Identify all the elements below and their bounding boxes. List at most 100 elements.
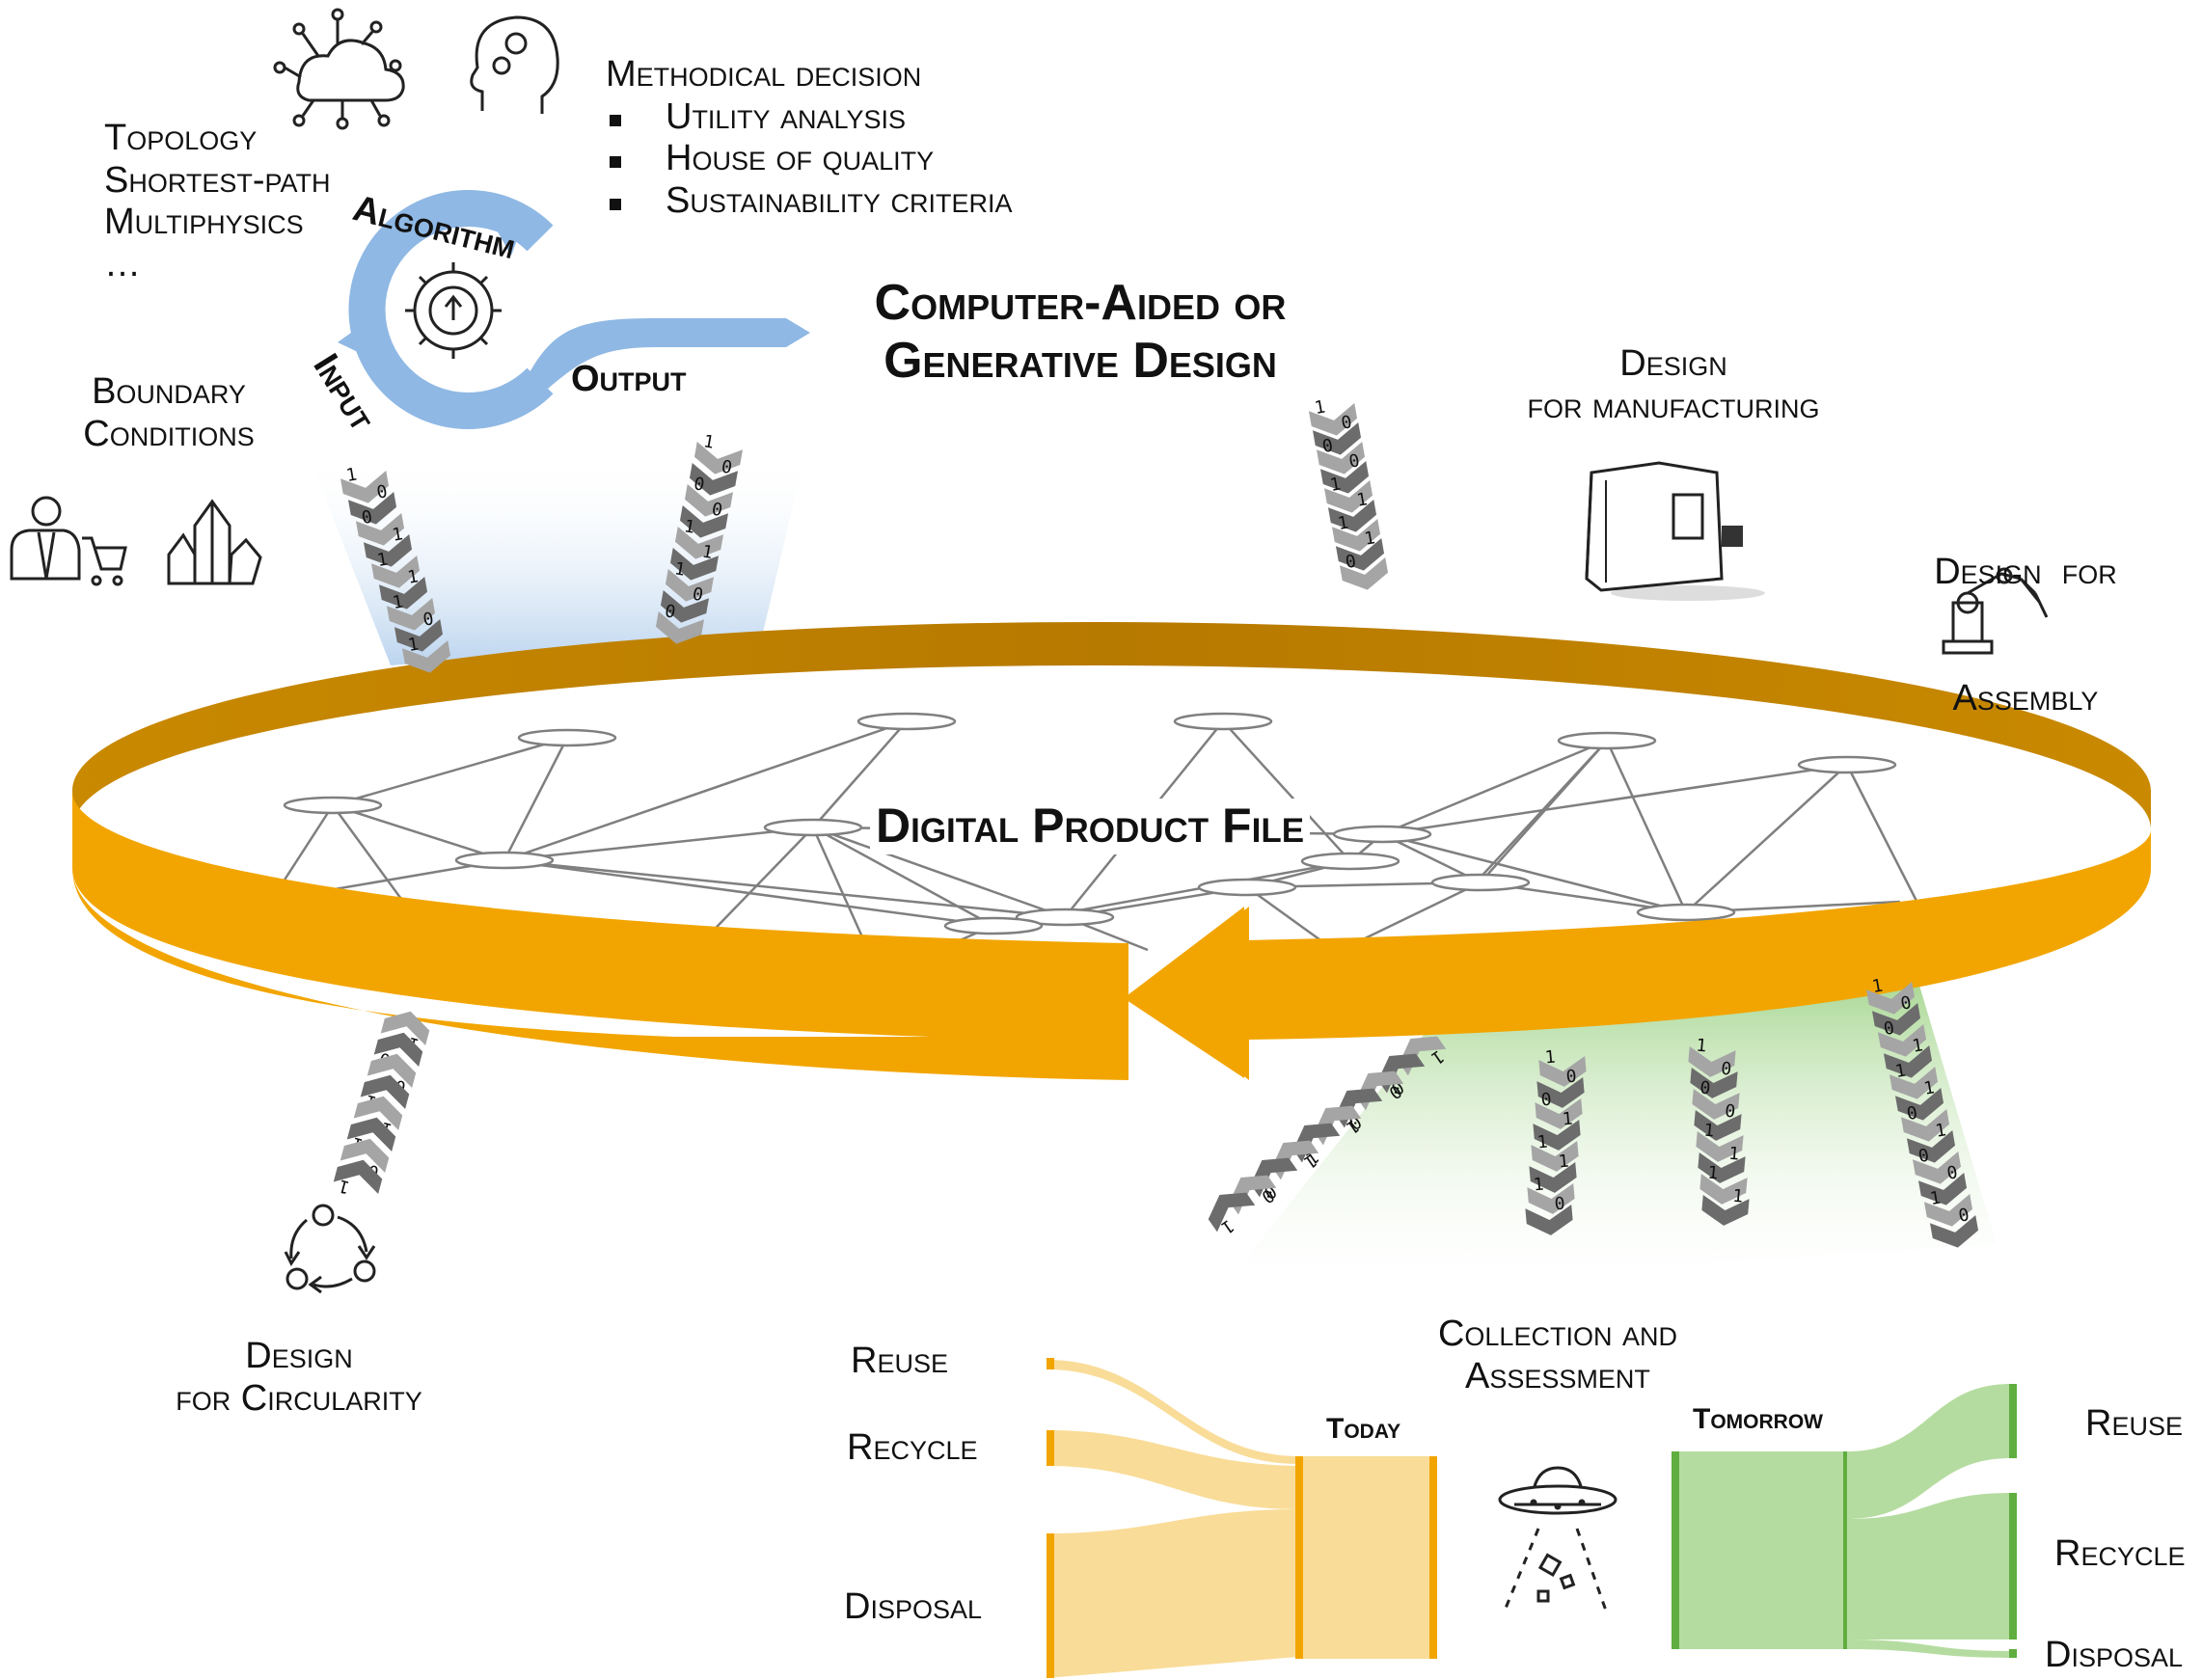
binary-chevron	[360, 1074, 410, 1109]
binary-digit: 0	[1905, 1102, 1918, 1125]
dfm-line2: for manufacturing	[1527, 385, 1820, 426]
binary-digit: 0	[421, 609, 435, 631]
binary-chevron-chains: 1001111011000111001000111101001110110001…	[333, 396, 1979, 1248]
method-house-of-quality: House of quality	[606, 138, 1012, 180]
binary-chevron	[679, 504, 729, 538]
binary-digit: 1	[1328, 474, 1342, 496]
method-utility-analysis: Utility analysis	[606, 96, 1012, 139]
binary-digit: 1	[1703, 1121, 1716, 1142]
network-edge	[1605, 740, 1688, 913]
binary-chevron	[674, 526, 724, 559]
binary-digit: 1	[1928, 1187, 1942, 1209]
binary-chevron	[353, 1096, 403, 1130]
network-node	[943, 916, 1044, 935]
binary-chevron	[394, 618, 444, 652]
network-edge	[1475, 740, 1608, 883]
cad-title: Computer-Aided or Generative Design	[849, 275, 1312, 391]
sankey-tomorrow	[1672, 1384, 2017, 1658]
binary-chevron	[1331, 518, 1381, 552]
ring-arrow-head-tip	[1138, 907, 1249, 1080]
binary-digit: 0	[1724, 1101, 1736, 1123]
binary-digit: 1	[344, 464, 358, 486]
binary-digit: 0	[1720, 1059, 1732, 1080]
network-edge	[1381, 832, 1687, 914]
binary-digit: 0	[1347, 450, 1361, 473]
network-node	[1430, 873, 1531, 892]
network-edge	[503, 719, 908, 862]
binary-chevron	[669, 547, 720, 581]
network-node	[283, 796, 383, 815]
binary-digit: 1	[391, 591, 404, 613]
binary-chevron	[665, 568, 715, 602]
binary-chevron	[1698, 1152, 1746, 1183]
binary-digit: 1	[1893, 1060, 1907, 1082]
binary-chevron	[1319, 460, 1370, 494]
binary-chevron	[689, 462, 739, 496]
binary-digit: 0	[1554, 1194, 1566, 1215]
algo-item-topology: Topology	[104, 118, 258, 158]
binary-digit: 0	[1320, 435, 1334, 457]
binary-chevron	[1877, 1023, 1927, 1057]
network-node	[1332, 825, 1432, 844]
design-for-assembly: Design for Assembly	[1895, 468, 2156, 763]
algorithm-cycle	[338, 190, 810, 429]
network-edge	[503, 858, 1066, 919]
ring-front	[72, 791, 1128, 1080]
binary-chevron	[1692, 1088, 1740, 1120]
algo-item-more: …	[104, 244, 141, 285]
collection-line1: Collection and	[1437, 1314, 1678, 1354]
network-node	[763, 818, 863, 837]
binary-chevron	[1527, 1182, 1575, 1214]
binary-digit: 1	[1696, 1036, 1708, 1057]
binary-digit: 1	[1536, 1132, 1549, 1153]
cad-title-line2: Generative Design	[884, 332, 1277, 389]
binary-chevron	[355, 512, 405, 546]
ufo-collection-icon	[1498, 1466, 1618, 1612]
network-node	[856, 712, 957, 731]
today-header: Today	[1326, 1413, 1401, 1445]
binary-chevron	[1312, 421, 1362, 455]
network-node	[1300, 852, 1400, 871]
binary-chevron	[373, 1032, 423, 1067]
sankey-today	[1047, 1358, 1437, 1678]
crystal-icon	[167, 499, 262, 585]
binary-digit: 1	[1313, 396, 1326, 419]
binary-digit: 0	[360, 506, 373, 528]
binary-chevron	[401, 639, 451, 673]
binary-chevron	[1525, 1204, 1573, 1235]
binary-chevron	[346, 1117, 396, 1152]
binary-chevron	[1694, 1109, 1742, 1141]
binary-digit: 1	[337, 1176, 352, 1198]
binary-chevron	[1538, 1055, 1587, 1087]
cycle-output-label: Output	[571, 359, 687, 399]
network-edge	[503, 826, 814, 862]
network-edge	[812, 826, 1066, 919]
binary-digit: 1	[1731, 1186, 1744, 1207]
binary-digit: 1	[391, 524, 404, 546]
binary-chevron	[363, 533, 413, 567]
binary-chevron	[1871, 1002, 1921, 1036]
tomorrow-header: Tomorrow	[1693, 1403, 1823, 1435]
robot-arm-icon	[1942, 567, 2049, 655]
binary-digit: 0	[664, 601, 677, 623]
network-edge	[503, 737, 569, 861]
binary-digit: 1	[375, 549, 389, 571]
binary-digit: 1	[1562, 1109, 1574, 1130]
collection-line2: Assessment	[1465, 1355, 1650, 1396]
dfa-line1: Design for	[1934, 552, 2117, 593]
today-disposal-label: Disposal	[844, 1586, 982, 1627]
network-node	[1197, 878, 1297, 897]
binary-chevron	[380, 1011, 430, 1045]
binary-chevron	[1701, 1194, 1750, 1226]
algorithm-types-list: Topology Shortest-path Multiphysics …	[104, 118, 331, 286]
binary-chevron	[1929, 1214, 1979, 1248]
tomorrow-reuse-label: Reuse	[2085, 1403, 2183, 1444]
binary-chevron	[1339, 556, 1389, 590]
binary-digit: 0	[1957, 1205, 1971, 1227]
binary-digit: 0	[1899, 992, 1913, 1015]
binary-digit: 1	[1533, 1175, 1545, 1196]
collection-assessment: Collection and Assessment	[1413, 1314, 1702, 1397]
